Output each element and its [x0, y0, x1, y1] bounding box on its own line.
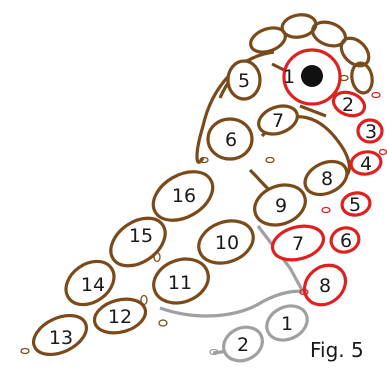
ring-label-brown-7: 7	[272, 110, 284, 132]
ring-label-grey-2: 2	[237, 334, 249, 356]
ring-label-brown-13: 13	[49, 327, 73, 349]
ring-brown-8	[303, 159, 349, 197]
ring-brown-9	[253, 183, 307, 227]
ring-brown-12	[92, 297, 148, 335]
ring-brown-14	[64, 259, 116, 307]
ring-label-red-7: 7	[292, 233, 304, 255]
ring-brown-3	[356, 118, 384, 144]
ring-brown-5	[226, 59, 262, 101]
ring-red-6	[329, 226, 361, 254]
ring-brown-13	[32, 313, 88, 357]
ring-brown-2	[331, 90, 367, 118]
ring-label-brown-10: 10	[215, 232, 239, 254]
ring-grey-1	[265, 304, 309, 342]
ring-brown-7	[257, 104, 299, 136]
ring-red-8	[302, 263, 348, 307]
ring-label-brown-12: 12	[108, 306, 132, 328]
ring-label-brown-5: 5	[238, 70, 250, 92]
ring-label-brown-16: 16	[172, 185, 196, 207]
ring-label-brown-2: 2	[342, 94, 354, 116]
ring-label-brown-3: 3	[365, 121, 377, 143]
eye-dot	[301, 65, 323, 87]
ring-label-brown-4: 4	[360, 153, 372, 175]
ring-brown-11	[152, 257, 210, 305]
ring-brown-4	[349, 150, 383, 176]
ring-brown-15	[109, 216, 167, 268]
ring-red-7	[270, 224, 326, 262]
ring-label-brown-15: 15	[129, 225, 153, 247]
ring-brown-6	[206, 117, 254, 161]
picots	[20, 74, 387, 356]
ring-label-brown-1: 1	[283, 66, 295, 88]
ring-label-grey-1: 1	[281, 313, 293, 335]
ring-label-brown-8: 8	[321, 168, 333, 190]
figure-label: Fig. 5	[310, 338, 364, 362]
ring-brown-10	[197, 219, 255, 265]
ring-label-brown-9: 9	[275, 195, 287, 217]
ring-label-red-5: 5	[349, 194, 361, 216]
ring-label-brown-6: 6	[225, 129, 237, 151]
ring-label-red-8: 8	[319, 275, 331, 297]
ring-brown-16	[151, 170, 215, 222]
ring-label-brown-14: 14	[81, 274, 105, 296]
head-chain	[249, 13, 374, 95]
ring-grey-2	[222, 325, 264, 363]
ring-red-5	[340, 191, 372, 217]
ring-label-red-6: 6	[340, 230, 352, 252]
ring-label-brown-11: 11	[168, 272, 192, 294]
